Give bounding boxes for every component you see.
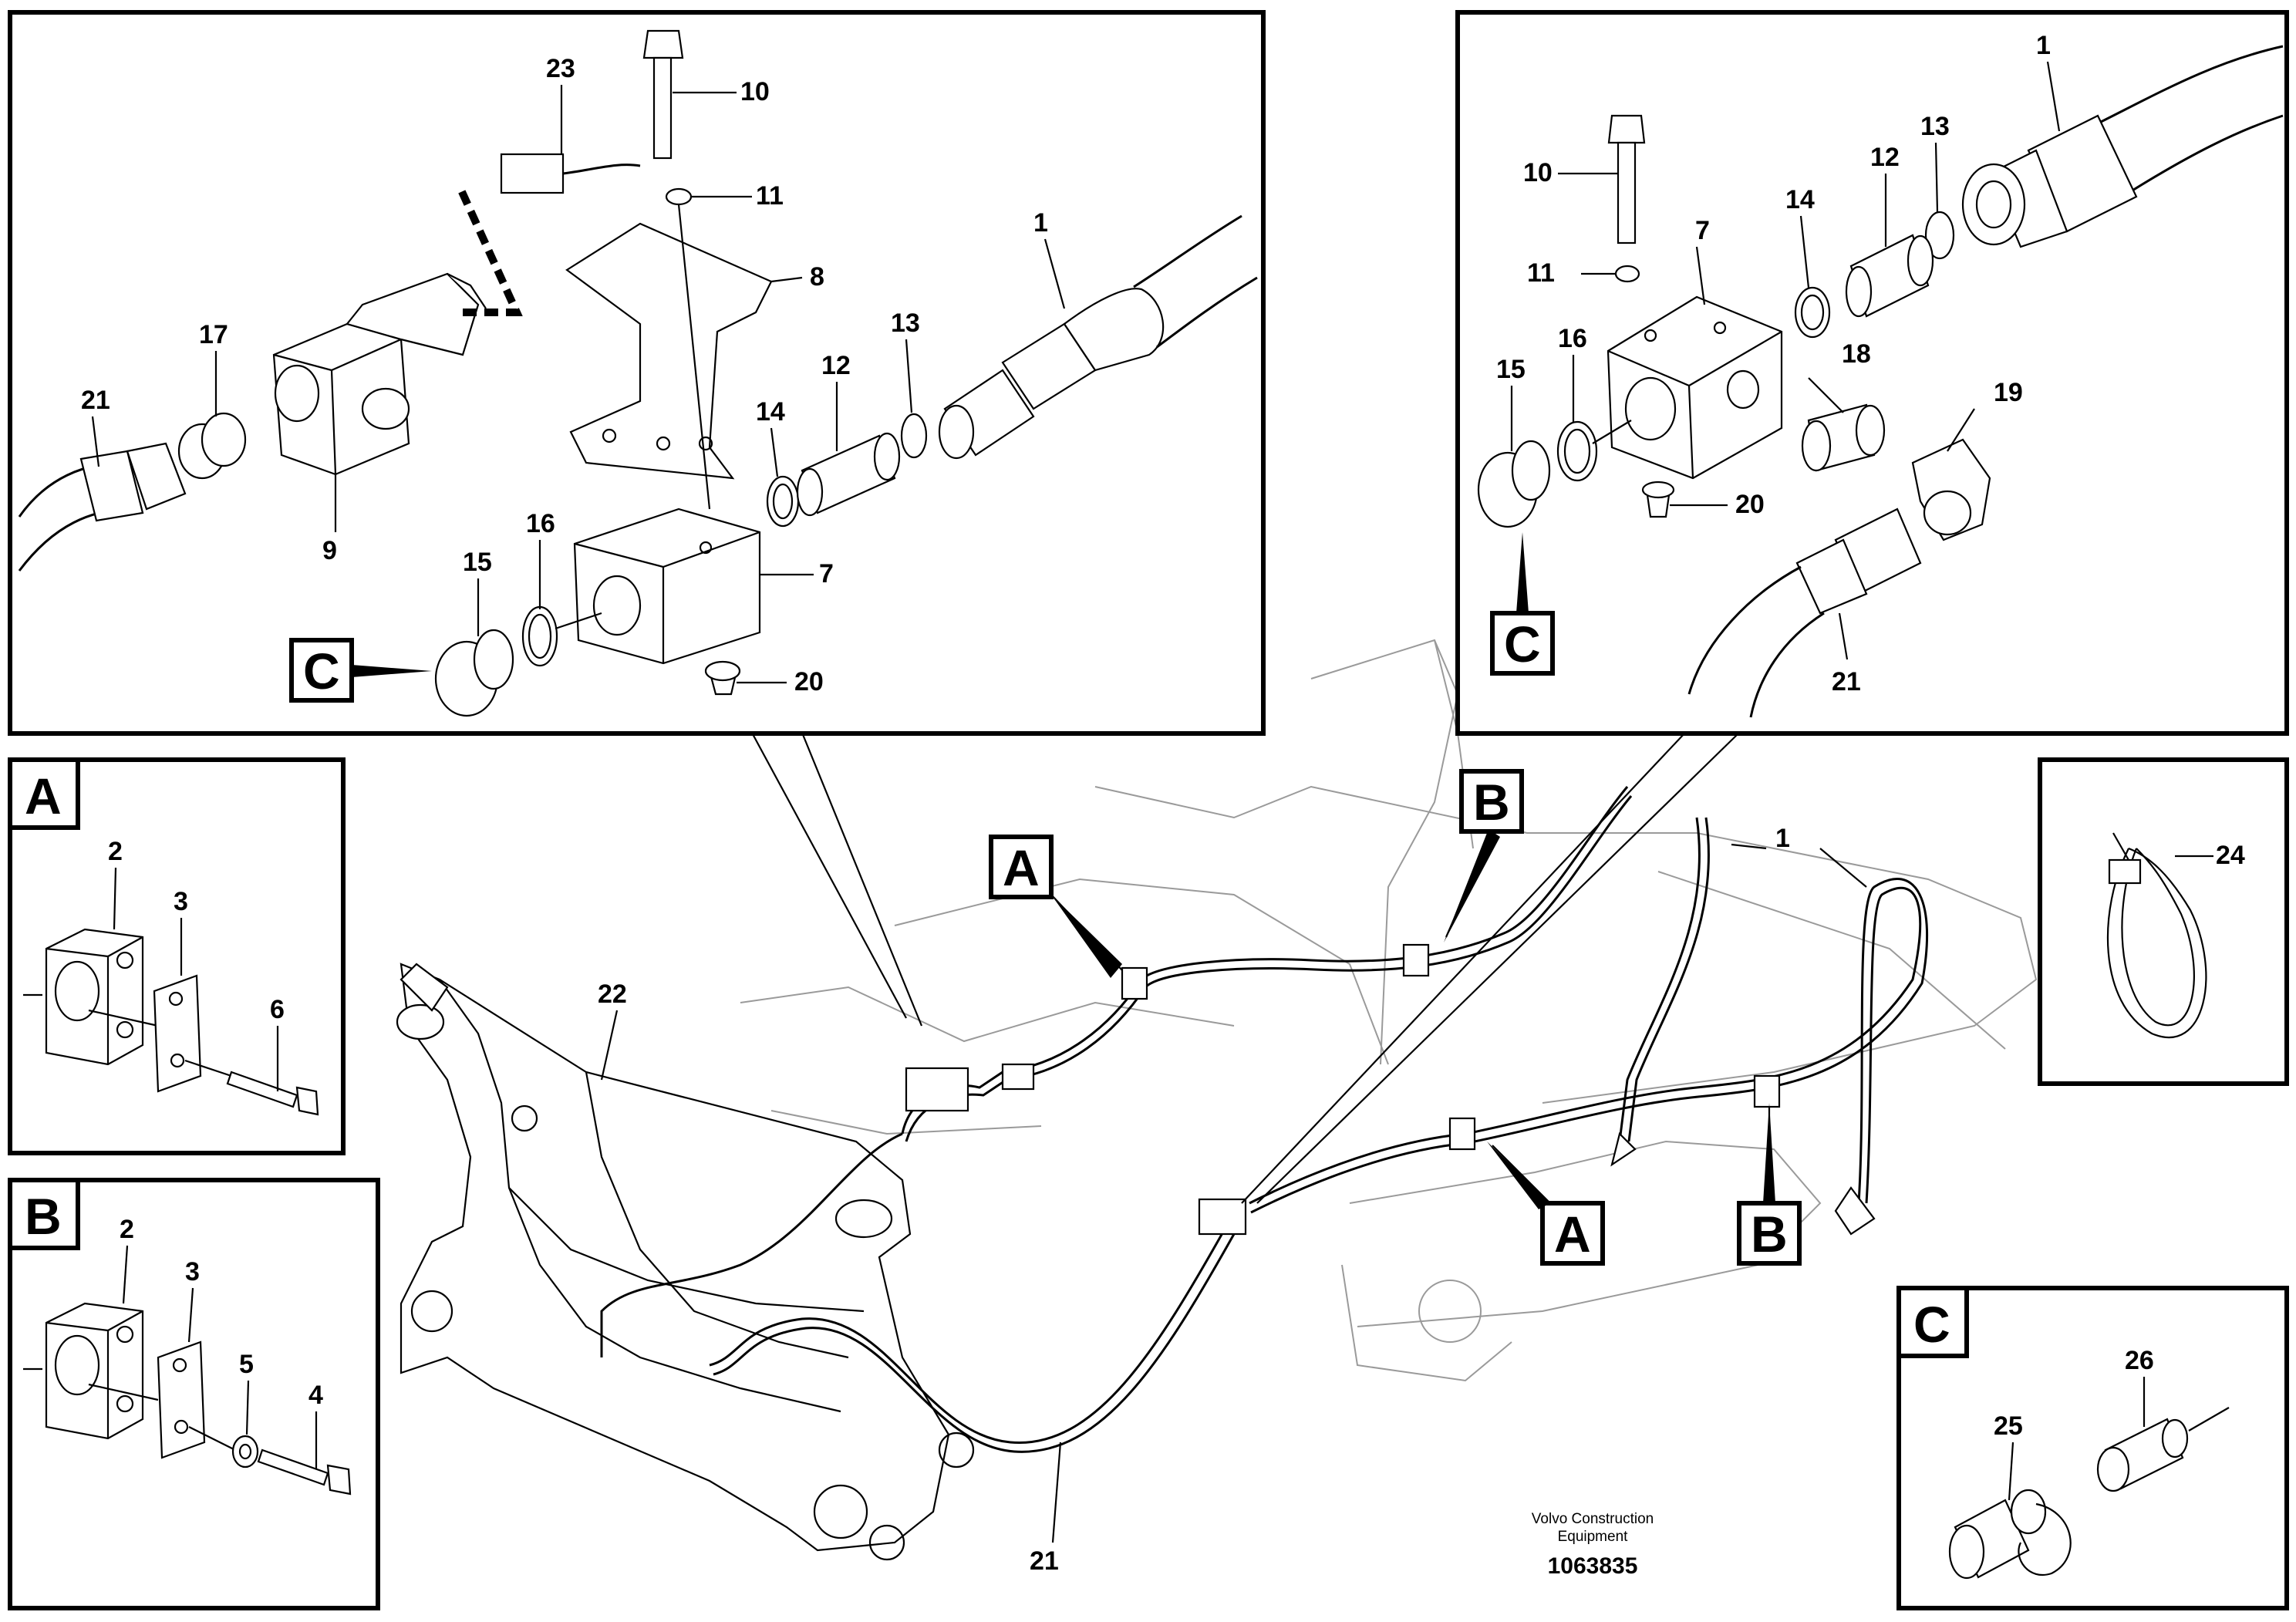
inset-b-panel: B 2 3 5 4 (8, 1178, 380, 1610)
inset-a-callout-6: 6 (270, 995, 285, 1024)
callout-main-1: 1 (1775, 824, 1790, 853)
footer-credit: Volvo Construction Equipment 1063835 (1532, 1511, 1654, 1579)
inset-a-callout-2: 2 (108, 837, 123, 866)
inset-a-callout-3: 3 (174, 887, 188, 916)
callout-right-12: 12 (1870, 143, 1900, 172)
inset-c-panel: C 26 25 (1896, 1286, 2289, 1610)
callout-left-23: 23 (546, 54, 575, 83)
callout-left-1: 1 (1033, 208, 1048, 238)
callout-right-16: 16 (1558, 324, 1587, 353)
callout-right-10: 10 (1523, 158, 1553, 187)
callout-left-16: 16 (526, 509, 555, 538)
callout-right-15: 15 (1496, 355, 1526, 384)
inset-c-callout-25: 25 (1994, 1411, 2023, 1441)
callout-left-17: 17 (199, 320, 228, 349)
main-callouts: A B A B 1 21 (989, 769, 1867, 1576)
company-line-1: Volvo Construction (1532, 1511, 1654, 1527)
main-tee-block (1198, 1198, 1247, 1236)
company-line-2: Equipment (1558, 1529, 1629, 1545)
inset-b-title: B (25, 1188, 62, 1245)
callout-left-11: 11 (756, 181, 784, 211)
callout-right-11: 11 (1527, 258, 1555, 288)
callout-left-10: 10 (740, 77, 770, 106)
inset-b-callout-5: 5 (239, 1350, 254, 1379)
callout-left-20: 20 (794, 667, 824, 696)
callout-main-B1: B (1473, 774, 1510, 831)
callout-main-22: 22 (598, 980, 627, 1009)
callout-right-C: C (1504, 615, 1541, 673)
inset-cable-tie-panel: 24 (2038, 757, 2289, 1086)
detail-right-panel: 1 13 12 14 10 11 7 (1455, 10, 2289, 736)
callout-left-15: 15 (463, 548, 492, 577)
inset-b-callout-2: 2 (120, 1215, 134, 1244)
callout-left-12: 12 (821, 351, 851, 380)
frame-part-22: 22 (396, 963, 975, 1561)
callout-box-main-A2 (1540, 1201, 1605, 1266)
main-clamp (1001, 1063, 1035, 1091)
machine-background-ghost (740, 639, 2038, 1382)
callout-left-7: 7 (819, 559, 834, 588)
callout-left-14: 14 (756, 397, 785, 427)
callout-right-19: 19 (1994, 378, 2023, 407)
callout-right-14: 14 (1785, 185, 1815, 214)
inset-tie-callout-24: 24 (2216, 841, 2245, 870)
callout-left-9: 9 (322, 536, 337, 565)
callout-main-21: 21 (1030, 1546, 1059, 1576)
detail-left-panel: 21 17 9 23 8 10 11 (8, 10, 1266, 736)
callout-left-8: 8 (810, 262, 824, 292)
inset-a-panel: A 2 3 6 (8, 757, 346, 1155)
inset-b-callout-3: 3 (185, 1257, 200, 1286)
callout-right-13: 13 (1920, 112, 1950, 141)
callout-right-21: 21 (1832, 667, 1861, 696)
main-hoses (600, 786, 1928, 1453)
callout-left-C: C (303, 642, 340, 700)
callout-box-main-A1 (989, 835, 1054, 899)
drawing-number: 1063835 (1548, 1553, 1638, 1579)
callout-main-B2: B (1751, 1206, 1788, 1263)
main-valve-block (905, 1067, 969, 1112)
callout-right-18: 18 (1842, 339, 1871, 369)
inset-a-title: A (25, 767, 62, 824)
inset-c-title: C (1913, 1296, 1950, 1353)
callout-right-20: 20 (1735, 490, 1765, 519)
callout-main-A2: A (1554, 1206, 1591, 1263)
callout-left-13: 13 (891, 309, 920, 338)
callout-right-1: 1 (2036, 31, 2051, 60)
callout-right-7: 7 (1695, 216, 1710, 245)
callout-left-21: 21 (81, 386, 110, 415)
detail-leaders (751, 732, 1740, 1204)
inset-b-callout-4: 4 (308, 1381, 323, 1410)
callout-main-A1: A (1003, 839, 1040, 896)
inset-c-callout-26: 26 (2125, 1346, 2154, 1375)
